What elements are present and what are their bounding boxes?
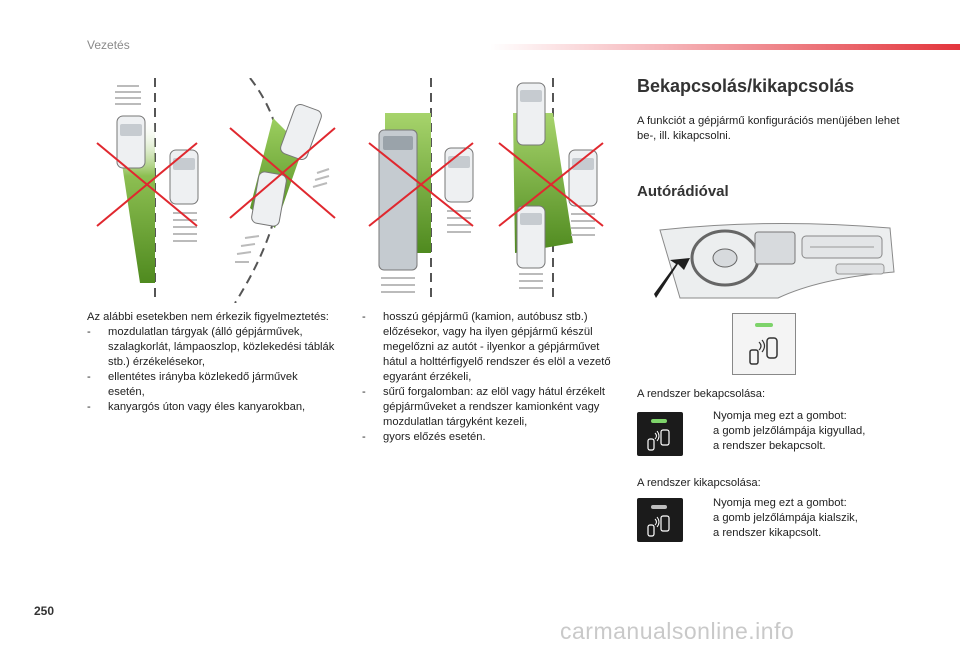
deactivation-instruction: Nyomja meg ezt a gombot: a gomb jelzőlám… (713, 497, 858, 539)
list-item: -gyors előzés esetén. (362, 431, 486, 443)
list-item: -hosszú gépjármű (kamion, autóbusz stb.)… (362, 311, 611, 383)
section-title: Vezetés (87, 38, 130, 52)
blind-spot-car-icon (647, 429, 670, 451)
middle-column-text: -hosszú gépjármű (kamion, autóbusz stb.)… (362, 310, 617, 445)
blind-spot-button-on (637, 412, 683, 456)
left-column-text: Az alábbi esetekben nem érkezik figyelme… (87, 310, 337, 415)
indicator-led-on (651, 419, 667, 423)
watermark: carmanualsonline.info (560, 618, 795, 644)
list-item: -ellentétes irányba közlekedő járművek e… (87, 371, 298, 398)
illustration-stationary-objects (96, 78, 199, 303)
list-item: -sűrű forgalomban: az elöl vagy hátul ér… (362, 386, 606, 428)
illustration-curved-road (229, 78, 336, 303)
header-accent-bar (490, 44, 960, 50)
dashboard-illustration (650, 218, 900, 304)
page-number: 250 (34, 604, 55, 618)
list-item: -kanyargós úton vagy éles kanyarokban, (87, 401, 306, 413)
left-intro: Az alábbi esetekben nem érkezik figyelme… (87, 311, 329, 323)
list-item: -mozdulatlan tárgyak (álló gépjárművek, … (87, 326, 335, 368)
illustration-dense-traffic (498, 78, 604, 303)
feature-intro: A funkciót a gépjármű konfigurációs menü… (637, 115, 900, 142)
blind-spot-button-large (732, 313, 796, 375)
activation-instruction: Nyomja meg ezt a gombot: a gomb jelzőlám… (713, 410, 866, 452)
radio-subheading: Autórádióval (637, 183, 729, 200)
blind-spot-car-icon (749, 337, 778, 365)
illustration-long-vehicle (368, 78, 474, 303)
blind-spot-button-off (637, 498, 683, 542)
activation-label: A rendszer bekapcsolása: (637, 388, 766, 400)
indicator-led-off (651, 505, 667, 509)
deactivation-label: A rendszer kikapcsolása: (637, 477, 761, 489)
indicator-led-on (755, 323, 773, 327)
section-heading: Bekapcsolás/kikapcsolás (637, 76, 855, 96)
blind-spot-car-icon (647, 515, 670, 537)
